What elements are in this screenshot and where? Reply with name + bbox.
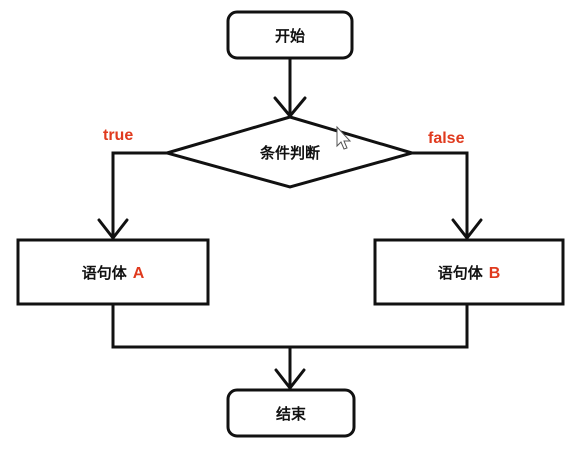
true-edge-label: true (103, 127, 133, 144)
body-a-node: 语句体 A (16, 238, 210, 306)
edge-merge (111, 302, 469, 349)
body-b-label-text: 语句体 (438, 264, 484, 282)
start-node-label: 开始 (275, 27, 305, 45)
arrow-down-to-body-b (451, 218, 483, 240)
arrow-down-to-body-a (97, 218, 129, 240)
edge-condition-true (111, 151, 169, 240)
end-node-label: 结束 (276, 405, 307, 423)
condition-node-label: 条件判断 (259, 144, 320, 162)
body-b-label-suffix: B (489, 265, 501, 282)
start-node: 开始 (226, 10, 354, 60)
arrow-down-to-end (274, 368, 306, 390)
body-a-label-text: 语句体 (82, 264, 128, 282)
body-b-box (373, 238, 565, 306)
mouse-cursor-icon (336, 125, 352, 150)
end-node: 结束 (226, 388, 356, 438)
condition-node: 条件判断 (161, 115, 418, 189)
body-b-node: 语句体 B (373, 238, 565, 306)
body-a-box (16, 238, 210, 306)
body-a-label-suffix: A (133, 265, 145, 282)
end-node-box (226, 388, 356, 438)
false-edge-label: false (428, 130, 465, 147)
body-a-label: 语句体 A (82, 264, 145, 282)
body-b-label: 语句体 B (438, 264, 501, 282)
edge-condition-false (410, 151, 469, 240)
